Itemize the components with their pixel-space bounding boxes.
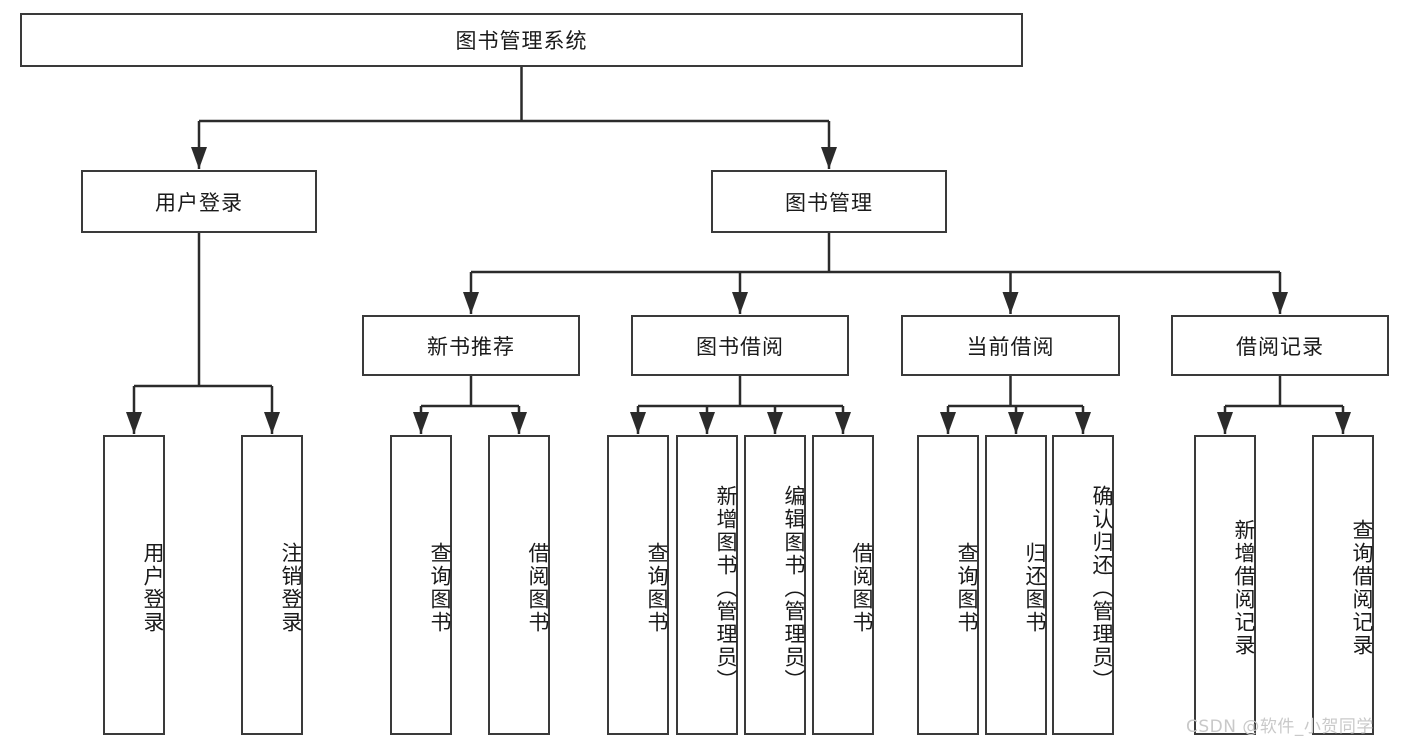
- arrow-head: [191, 147, 207, 169]
- arrow-head: [699, 412, 715, 434]
- node-label: 查询借阅记录: [1350, 519, 1374, 657]
- leaf-node-9[interactable]: 归还图书: [985, 435, 1047, 735]
- leaf-node-2[interactable]: 查询图书: [390, 435, 452, 735]
- arrow-head: [1002, 292, 1019, 314]
- node-label: 图书借阅: [696, 334, 784, 359]
- level2-node-0[interactable]: 用户登录: [81, 170, 317, 233]
- arrow-head: [511, 412, 527, 434]
- arrow-head: [1217, 412, 1233, 434]
- node-label: 查询图书: [955, 542, 979, 634]
- arrow-head: [767, 412, 783, 434]
- node-label: 归还图书: [1023, 542, 1047, 634]
- node-label: 图书管理系统: [455, 29, 588, 53]
- csdn-watermark: CSDN @软件_小贺同学: [1186, 717, 1374, 737]
- arrow-head: [1075, 412, 1091, 434]
- arrow-head: [732, 292, 748, 314]
- root-node-book-management-system[interactable]: 图书管理系统: [20, 13, 1023, 67]
- leaf-node-1[interactable]: 注销登录: [241, 435, 303, 735]
- arrow-head: [126, 412, 142, 434]
- node-label: 新增图书（管理员）: [714, 484, 738, 692]
- arrow-head: [413, 412, 429, 434]
- arrow-head: [630, 412, 646, 434]
- leaf-node-8[interactable]: 查询图书: [917, 435, 979, 735]
- node-label: 编辑图书（管理员）: [782, 484, 806, 692]
- arrow-head: [835, 412, 851, 434]
- leaf-node-0[interactable]: 用户登录: [103, 435, 165, 735]
- node-label: 新增借阅记录: [1232, 519, 1256, 657]
- leaf-node-10[interactable]: 确认归还（管理员）: [1052, 435, 1114, 735]
- arrow-head: [1008, 412, 1024, 434]
- leaf-node-11[interactable]: 新增借阅记录: [1194, 435, 1256, 735]
- leaf-node-3[interactable]: 借阅图书: [488, 435, 550, 735]
- arrow-head: [821, 147, 837, 169]
- level3-node-0[interactable]: 新书推荐: [362, 315, 580, 376]
- node-label: 借阅图书: [526, 542, 550, 634]
- leaf-node-12[interactable]: 查询借阅记录: [1312, 435, 1374, 735]
- node-label: 注销登录: [279, 542, 303, 634]
- level3-node-3[interactable]: 借阅记录: [1171, 315, 1389, 376]
- node-label: 用户登录: [141, 542, 165, 634]
- level2-node-1[interactable]: 图书管理: [711, 170, 947, 233]
- arrow-head: [940, 412, 956, 434]
- node-label: 用户登录: [155, 190, 243, 215]
- node-label: 查询图书: [645, 542, 669, 634]
- leaf-node-5[interactable]: 新增图书（管理员）: [676, 435, 738, 735]
- node-label: 确认归还（管理员）: [1090, 484, 1114, 692]
- level3-node-1[interactable]: 图书借阅: [631, 315, 849, 376]
- leaf-node-4[interactable]: 查询图书: [607, 435, 669, 735]
- node-label: 图书管理: [785, 190, 873, 215]
- node-label: 借阅图书: [850, 542, 874, 634]
- arrow-head: [1272, 292, 1288, 314]
- arrow-head: [463, 292, 479, 314]
- arrow-head: [264, 412, 280, 434]
- node-label: 当前借阅: [966, 334, 1055, 359]
- leaf-node-7[interactable]: 借阅图书: [812, 435, 874, 735]
- node-label: 查询图书: [428, 542, 452, 634]
- node-label: 借阅记录: [1236, 334, 1324, 359]
- arrow-head: [1335, 412, 1351, 434]
- leaf-node-6[interactable]: 编辑图书（管理员）: [744, 435, 806, 735]
- level3-node-2[interactable]: 当前借阅: [901, 315, 1120, 376]
- node-label: 新书推荐: [427, 334, 515, 359]
